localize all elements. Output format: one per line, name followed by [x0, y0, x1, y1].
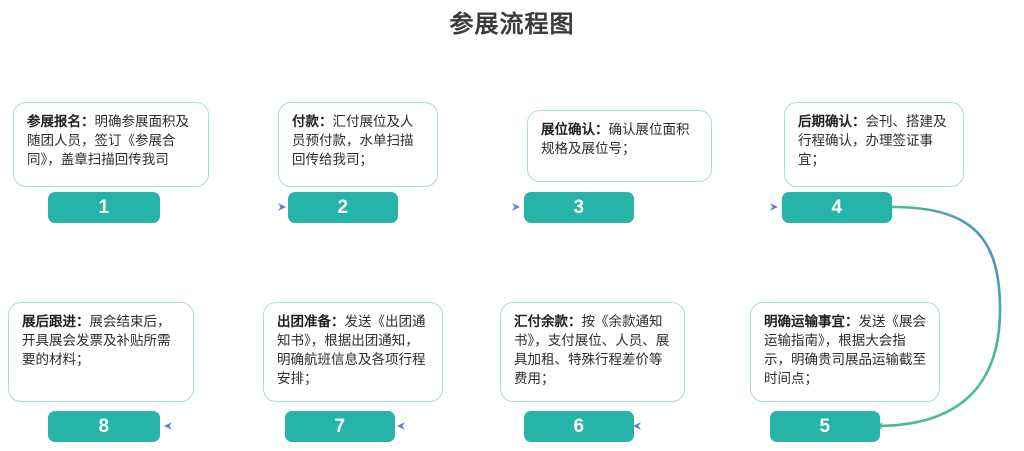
step-body-5: 发送《展会运输指南》，根据大会指示，明确贵司展品运输截至时间点； [764, 314, 926, 386]
step-body-4: 会刊、搭建及行程确认，办理签证事宜； [798, 114, 947, 167]
step-body-7: 发送《出团通知书》，根据出团通知，明确航班信息及各项行程安排； [277, 314, 426, 386]
step-badge-7[interactable]: 7 [285, 411, 395, 442]
step-box-4: 后期确认：会刊、搭建及行程确认，办理签证事宜； [784, 102, 964, 187]
step-heading-6: 汇付余款： [514, 314, 582, 329]
step-box-1: 参展报名：明确参展面积及随团人员，签订《参展合同》，盖章扫描回传我司 [13, 102, 209, 187]
step-body-1: 明确参展面积及随团人员，签订《参展合同》，盖章扫描回传我司 [27, 114, 189, 167]
step-body-8: 展会结束后，开具展会发票及补贴所需要的材料； [22, 314, 171, 367]
step-heading-3: 展位确认： [541, 122, 609, 137]
step-badge-5[interactable]: 5 [770, 411, 880, 442]
step-heading-7: 出团准备： [277, 314, 345, 329]
step-badge-1[interactable]: 1 [48, 192, 160, 223]
step-badge-2[interactable]: 2 [288, 192, 398, 223]
step-badge-3[interactable]: 3 [524, 192, 634, 223]
step-box-2: 付款：汇付展位及人员预付款，水单扫描回传给我司； [278, 102, 438, 187]
step-body-6: 按《余款通知书》，支付展位、人员、展具加租、特殊行程差价等费用； [514, 314, 670, 386]
step-badge-6[interactable]: 6 [524, 411, 634, 442]
step-box-5: 明确运输事宜：发送《展会运输指南》，根据大会指示，明确贵司展品运输截至时间点； [750, 302, 940, 402]
step-box-3: 展位确认：确认展位面积规格及展位号； [527, 110, 712, 182]
step-box-8: 展后跟进：展会结束后，开具展会发票及补贴所需要的材料； [8, 302, 194, 402]
step-heading-2: 付款： [292, 114, 333, 129]
step-badge-4[interactable]: 4 [782, 192, 892, 223]
step-heading-4: 后期确认： [798, 114, 866, 129]
step-box-7: 出团准备：发送《出团通知书》，根据出团通知，明确航班信息及各项行程安排； [263, 302, 443, 402]
step-body-3: 确认展位面积规格及展位号； [541, 122, 690, 156]
page-title: 参展流程图 [449, 11, 575, 38]
step-heading-1: 参展报名： [27, 114, 95, 129]
step-heading-5: 明确运输事宜： [764, 314, 859, 329]
step-box-6: 汇付余款：按《余款通知书》，支付展位、人员、展具加租、特殊行程差价等费用； [500, 302, 685, 402]
step-body-2: 汇付展位及人员预付款，水单扫描回传给我司； [292, 114, 414, 167]
step-heading-8: 展后跟进： [22, 314, 90, 329]
step-badge-8[interactable]: 8 [48, 411, 160, 442]
